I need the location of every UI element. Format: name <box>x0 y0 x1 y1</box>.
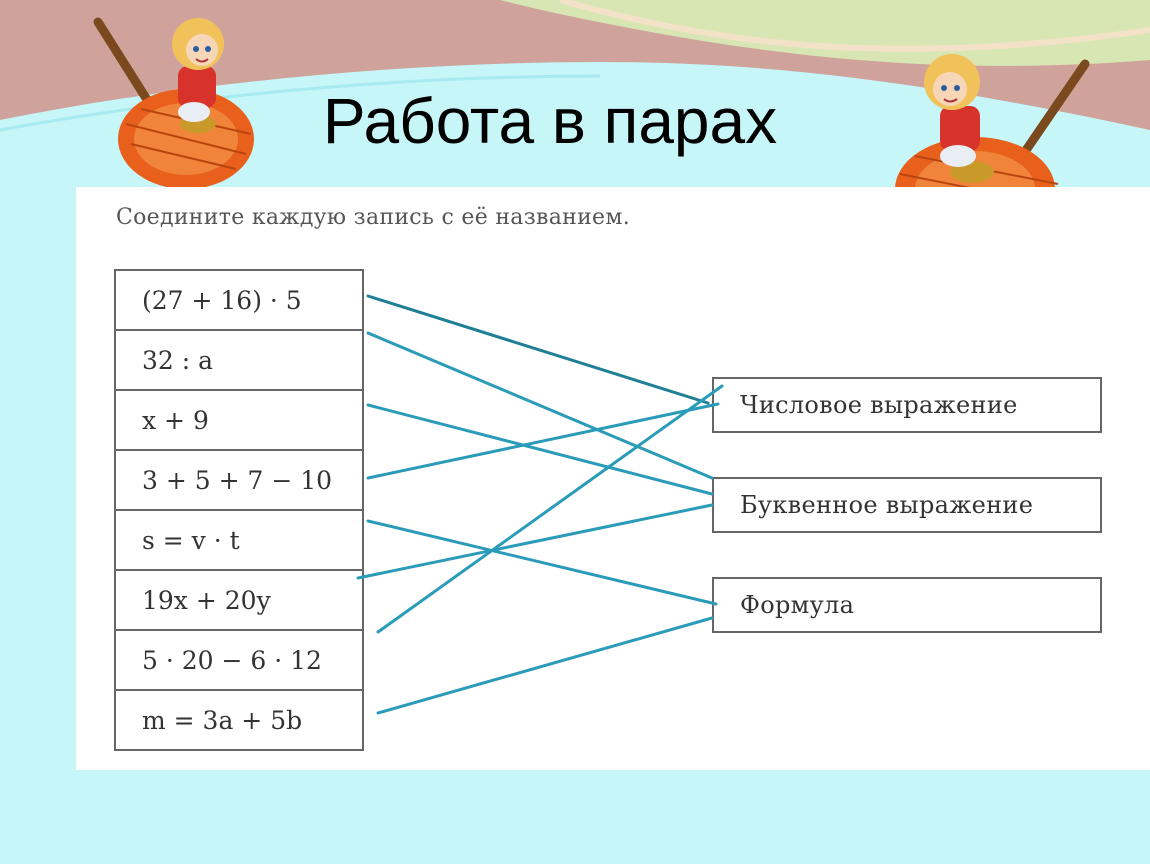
expression-cell[interactable]: x + 9 <box>116 391 362 451</box>
slide-title: Работа в парах <box>322 85 778 157</box>
expression-cell[interactable]: (27 + 16) · 5 <box>116 271 362 331</box>
expression-cell[interactable]: 19x + 20y <box>116 571 362 631</box>
worksheet: Соедините каждую запись с её названием. … <box>76 187 1150 770</box>
background-waves <box>0 0 1150 150</box>
expression-cell[interactable]: s = v · t <box>116 511 362 571</box>
expression-cell[interactable]: 32 : a <box>116 331 362 391</box>
expression-cell[interactable]: 5 · 20 − 6 · 12 <box>116 631 362 691</box>
name-box-formula[interactable]: Формула <box>712 577 1102 633</box>
instruction-text: Соедините каждую запись с её названием. <box>116 205 631 230</box>
girl-on-broom-left-illustration <box>93 17 254 189</box>
expressions-table: (27 + 16) · 5 32 : a x + 9 3 + 5 + 7 − 1… <box>114 269 364 751</box>
name-box-letter-expression[interactable]: Буквенное выражение <box>712 477 1102 533</box>
expression-cell[interactable]: 3 + 5 + 7 − 10 <box>116 451 362 511</box>
name-box-numeric-expression[interactable]: Числовое выражение <box>712 377 1102 433</box>
expression-cell[interactable]: m = 3a + 5b <box>116 691 362 751</box>
